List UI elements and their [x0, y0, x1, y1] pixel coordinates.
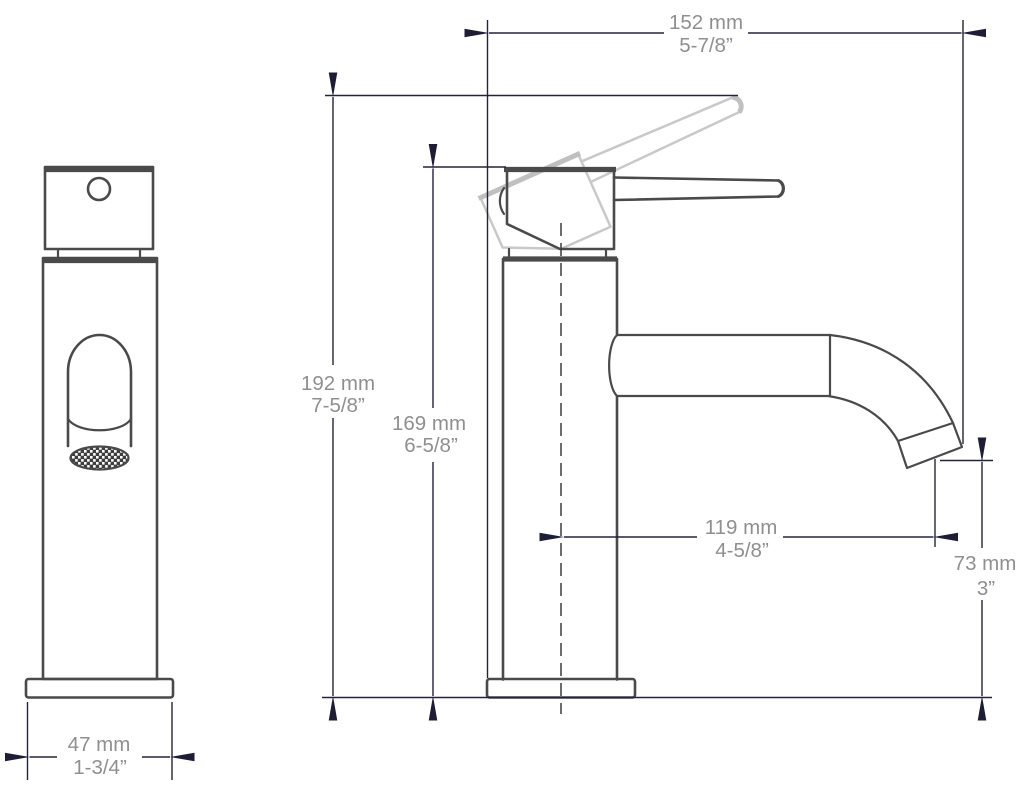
ext-lines-front-base — [26, 702, 173, 780]
label-spout-reach-mm: 119 mm — [705, 516, 778, 539]
dimension-spout-reach: 119 mm 4-5/8” — [539, 516, 958, 562]
handle-raised-ghost — [477, 94, 744, 250]
front-aerator — [69, 445, 130, 471]
label-overall-height-mm: 192 mm — [301, 372, 375, 395]
label-base-width-mm: 47 mm — [68, 733, 131, 756]
handle-block — [505, 168, 616, 251]
front-handle-block — [43, 165, 155, 251]
front-spout-rim — [66, 417, 133, 432]
label-spout-reach-in: 4-5/8” — [715, 539, 769, 562]
dimension-base-width: 47 mm 1-3/4” — [5, 733, 195, 779]
spout-junction-arc — [608, 333, 619, 398]
front-spout-arch — [66, 333, 133, 448]
label-base-width-in: 1-3/4” — [73, 756, 127, 779]
label-overall-height-in: 7-5/8” — [311, 394, 365, 417]
front-base-flange — [24, 677, 175, 699]
ghost-lever-cap — [732, 94, 744, 114]
spout-outer-curve — [828, 333, 955, 425]
dimension-annotations: 152 mm 5-7/8” 192 mm 7-5/8” 169 mm 6-5/8… — [5, 11, 1017, 780]
label-overall-width-mm: 152 mm — [669, 11, 743, 34]
dimension-spout-height: 169 mm 6-5/8” — [392, 144, 466, 721]
handle-rest — [498, 166, 785, 251]
label-spout-height-in: 6-5/8” — [404, 434, 458, 457]
spout — [615, 333, 964, 470]
label-spout-height-mm: 169 mm — [392, 412, 466, 435]
front-handle-button — [86, 176, 112, 202]
spout-inner-curve — [826, 394, 900, 443]
front-view — [24, 165, 175, 699]
dimension-overall-height: 192 mm 7-5/8” — [301, 72, 375, 721]
handle-joint-arc — [498, 186, 506, 216]
ghost-handle-top-edge — [477, 151, 582, 201]
spout-tip-aerator — [896, 421, 964, 470]
label-overall-width-in: 5-7/8” — [679, 34, 733, 57]
side-view — [477, 94, 964, 714]
dimension-overall-width: 152 mm 5-7/8” — [464, 11, 986, 57]
lever-end-cap — [776, 179, 785, 198]
dimension-spout-to-base: 73 mm 3” — [954, 437, 1017, 721]
label-spout-to-base-in: 3” — [977, 577, 995, 600]
handle-lever — [612, 176, 785, 202]
label-spout-to-base-mm: 73 mm — [954, 552, 1017, 575]
